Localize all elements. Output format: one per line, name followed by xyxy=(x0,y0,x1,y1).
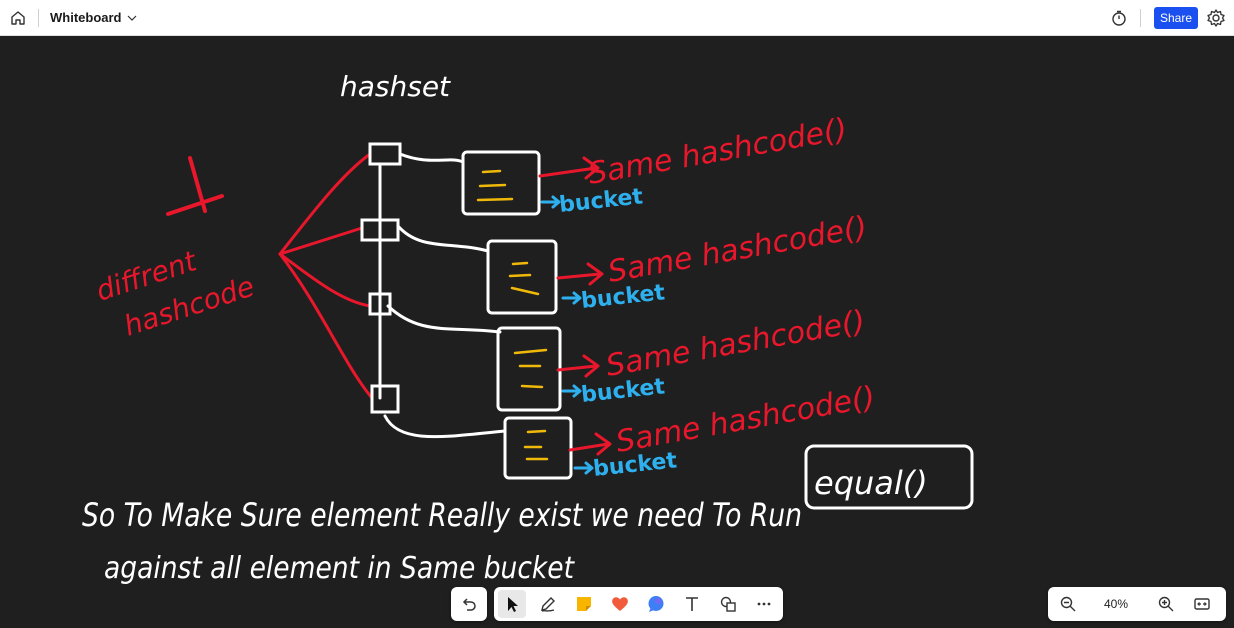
zoom-out-icon[interactable] xyxy=(1059,595,1077,613)
relation-label-3: Same hashcode() xyxy=(603,304,868,384)
zoom-level[interactable]: 40% xyxy=(1103,597,1129,611)
bucket-connectors xyxy=(383,152,507,439)
bottom-toolbar xyxy=(494,587,783,621)
sentence-boxed-word: equal() xyxy=(814,464,928,502)
select-tool-button[interactable] xyxy=(498,590,526,618)
whiteboard-canvas[interactable]: hashset diffrent hashcode xyxy=(0,36,1234,628)
gear-icon[interactable] xyxy=(1206,8,1226,28)
shapes-tool-button[interactable] xyxy=(714,590,742,618)
heart-reaction-icon xyxy=(612,597,628,611)
red-plus-mark xyxy=(166,156,224,216)
bucket-boxes xyxy=(461,150,573,480)
blue-arrows xyxy=(540,195,594,475)
divider xyxy=(1140,9,1141,27)
text-tool-button[interactable] xyxy=(678,590,706,618)
red-arrows xyxy=(538,156,612,456)
heading-hashset: hashset xyxy=(340,70,451,103)
undo-button[interactable] xyxy=(451,587,487,621)
home-icon[interactable] xyxy=(9,9,27,27)
pen-tool-button[interactable] xyxy=(534,590,562,618)
zoom-controls: 40% xyxy=(1048,587,1226,621)
comment-button[interactable] xyxy=(642,590,670,618)
sentence-line-1: So To Make Sure element Really exist we … xyxy=(82,496,802,534)
timer-icon[interactable] xyxy=(1110,9,1128,27)
select-pointer-icon xyxy=(508,597,518,612)
more-icon xyxy=(757,602,771,606)
relation-label-1: Same hashcode() xyxy=(585,112,850,192)
reaction-button[interactable] xyxy=(606,590,634,618)
pen-icon xyxy=(541,597,555,612)
more-button[interactable] xyxy=(750,590,778,618)
sticky-note-button[interactable] xyxy=(570,590,598,618)
shapes-icon xyxy=(720,596,736,612)
sentence-line-2: against all element in Same bucket xyxy=(104,551,575,586)
chevron-down-icon[interactable] xyxy=(126,12,138,24)
sticky-note-icon xyxy=(577,597,591,611)
red-fan-lines xyxy=(278,152,374,400)
board-title[interactable]: Whiteboard xyxy=(50,10,122,25)
bucket-label-4: bucket xyxy=(592,448,679,482)
relation-label-2: Same hashcode() xyxy=(605,210,870,290)
fit-to-screen-icon[interactable] xyxy=(1193,595,1211,613)
ink-layer: hashset diffrent hashcode xyxy=(82,70,974,586)
chat-bubble-icon xyxy=(648,596,664,612)
bucket-label-2: bucket xyxy=(580,280,667,314)
bucket-elements xyxy=(476,169,549,461)
zoom-in-icon[interactable] xyxy=(1157,595,1175,613)
bucket-label-1: bucket xyxy=(558,184,645,218)
bucket-label-3: bucket xyxy=(580,374,667,408)
top-bar: Whiteboard Share xyxy=(0,0,1234,36)
text-icon xyxy=(686,597,698,611)
share-button[interactable]: Share xyxy=(1154,7,1198,29)
divider xyxy=(38,9,39,27)
undo-icon xyxy=(462,598,476,611)
equal-box-outline xyxy=(804,444,974,510)
